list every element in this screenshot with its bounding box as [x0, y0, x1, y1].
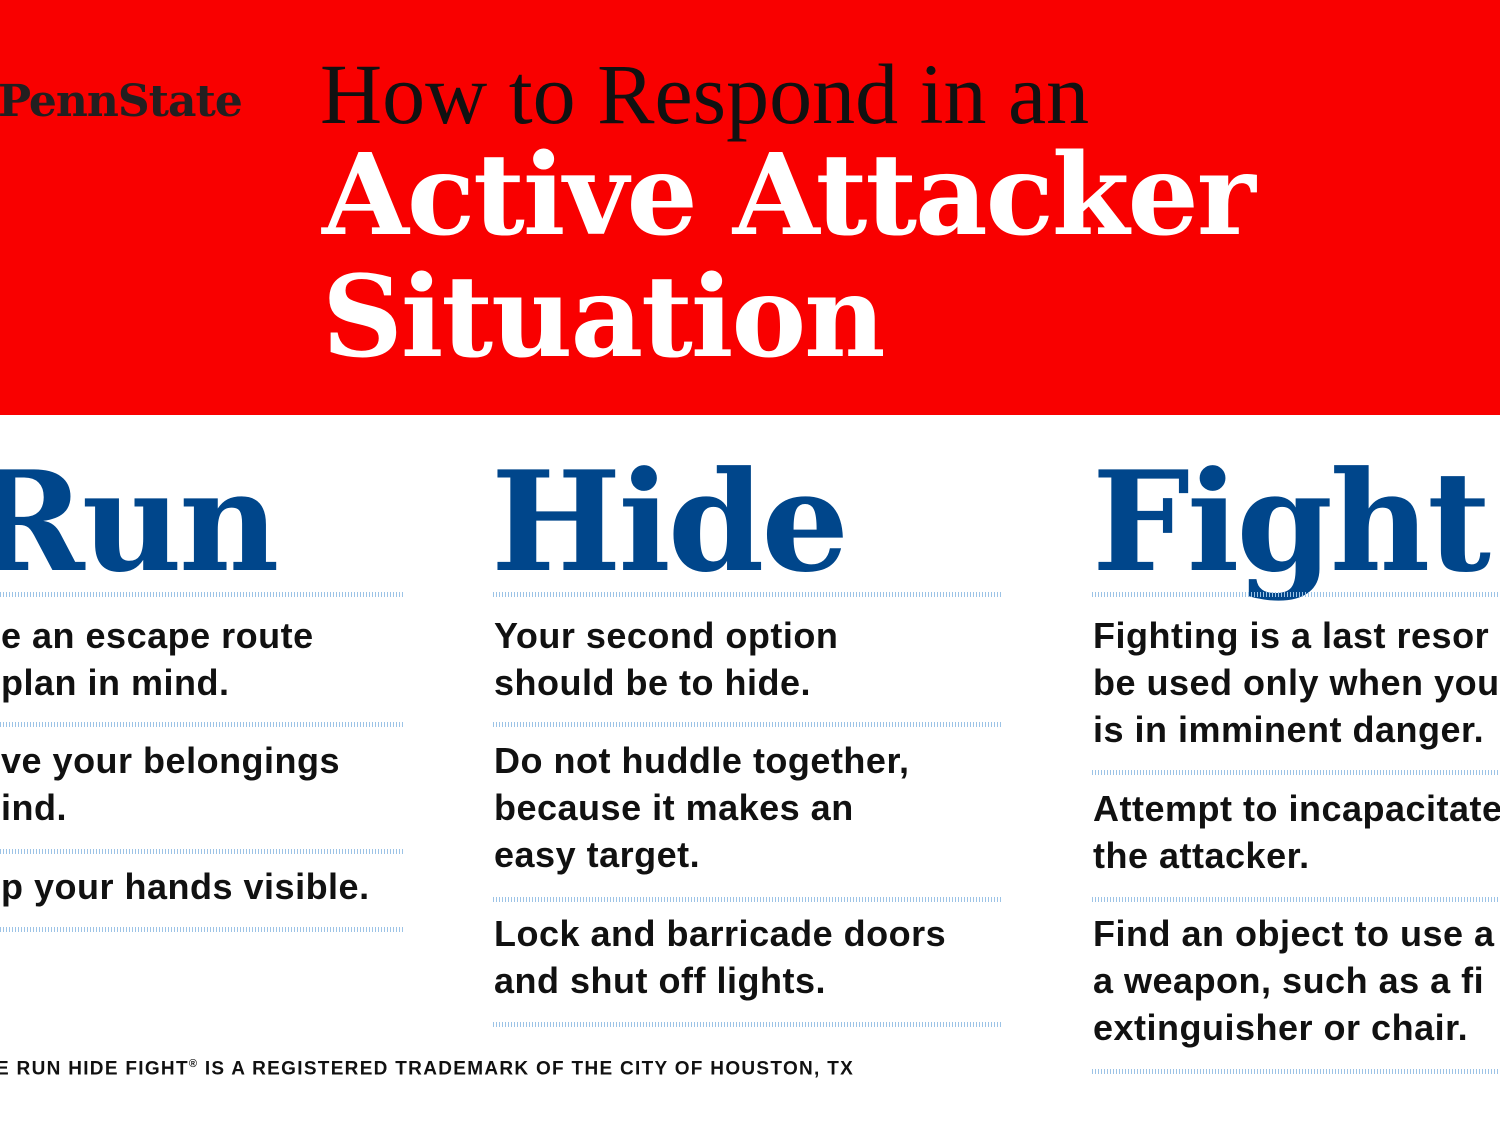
title-line-1: How to Respond in an [320, 46, 1090, 142]
instruction-line: Attempt to incapacitate [1093, 788, 1500, 829]
instruction-line: should be to hide. [494, 662, 811, 703]
instruction-line: Lock and barricade doors [494, 913, 947, 954]
instruction-line: a weapon, such as a fi [1093, 960, 1485, 1001]
header-banner: PennState How to Respond in an Active At… [0, 0, 1500, 415]
instruction-item: Fighting is a last resor be used only whe… [1093, 612, 1500, 753]
dotted-divider [1092, 897, 1500, 902]
instruction-line: and shut off lights. [494, 960, 826, 1001]
instruction-line: ve your belongings [1, 740, 341, 781]
pennstate-logo: PennState [0, 76, 243, 127]
title-line-2: Active Attacker [322, 130, 1256, 261]
dotted-divider [1092, 592, 1500, 597]
dotted-divider [0, 927, 405, 932]
instruction-item: p your hands visible. [1, 863, 370, 910]
dotted-divider [493, 1022, 1003, 1027]
dotted-divider [0, 592, 405, 597]
column-heading: Run [0, 440, 279, 603]
instruction-item: ve your belongings ind. [1, 737, 340, 831]
dotted-divider [1092, 1069, 1500, 1074]
dotted-divider [1092, 770, 1500, 775]
instruction-line: is in imminent danger. [1093, 709, 1485, 750]
instruction-line: extinguisher or chair. [1093, 1007, 1469, 1048]
instruction-line: be used only when you [1093, 662, 1500, 703]
instruction-line: easy target. [494, 834, 701, 875]
dotted-divider [493, 592, 1003, 597]
instruction-line: plan in mind. [1, 662, 230, 703]
title-line-3: Situation [322, 252, 886, 383]
instruction-line: because it makes an [494, 787, 854, 828]
instruction-item: Your second option should be to hide. [494, 612, 838, 706]
trademark-footer: E RUN HIDE FIGHT® IS A REGISTERED TRADEM… [0, 1058, 855, 1080]
instruction-line: Do not huddle together, [494, 740, 910, 781]
instruction-line: the attacker. [1093, 835, 1310, 876]
instruction-item: Find an object to use a a weapon, such as… [1093, 910, 1495, 1051]
dotted-divider [493, 897, 1003, 902]
column-heading: Fight [1092, 440, 1491, 603]
instruction-line: p your hands visible. [1, 866, 370, 907]
instruction-line: Fighting is a last resor [1093, 615, 1490, 656]
instruction-item: e an escape route plan in mind. [1, 612, 314, 706]
instruction-line: Find an object to use a [1093, 913, 1495, 954]
instruction-item: Attempt to incapacitate the attacker. [1093, 785, 1500, 879]
instruction-item: Lock and barricade doors and shut off lig… [494, 910, 946, 1004]
dotted-divider [0, 849, 405, 854]
instruction-line: ind. [1, 787, 67, 828]
column-heading: Hide [493, 440, 849, 603]
dotted-divider [0, 722, 405, 727]
instruction-line: Your second option [494, 615, 839, 656]
dotted-divider [493, 722, 1003, 727]
instruction-item: Do not huddle together, because it makes … [494, 737, 909, 878]
instruction-line: e an escape route [1, 615, 314, 656]
